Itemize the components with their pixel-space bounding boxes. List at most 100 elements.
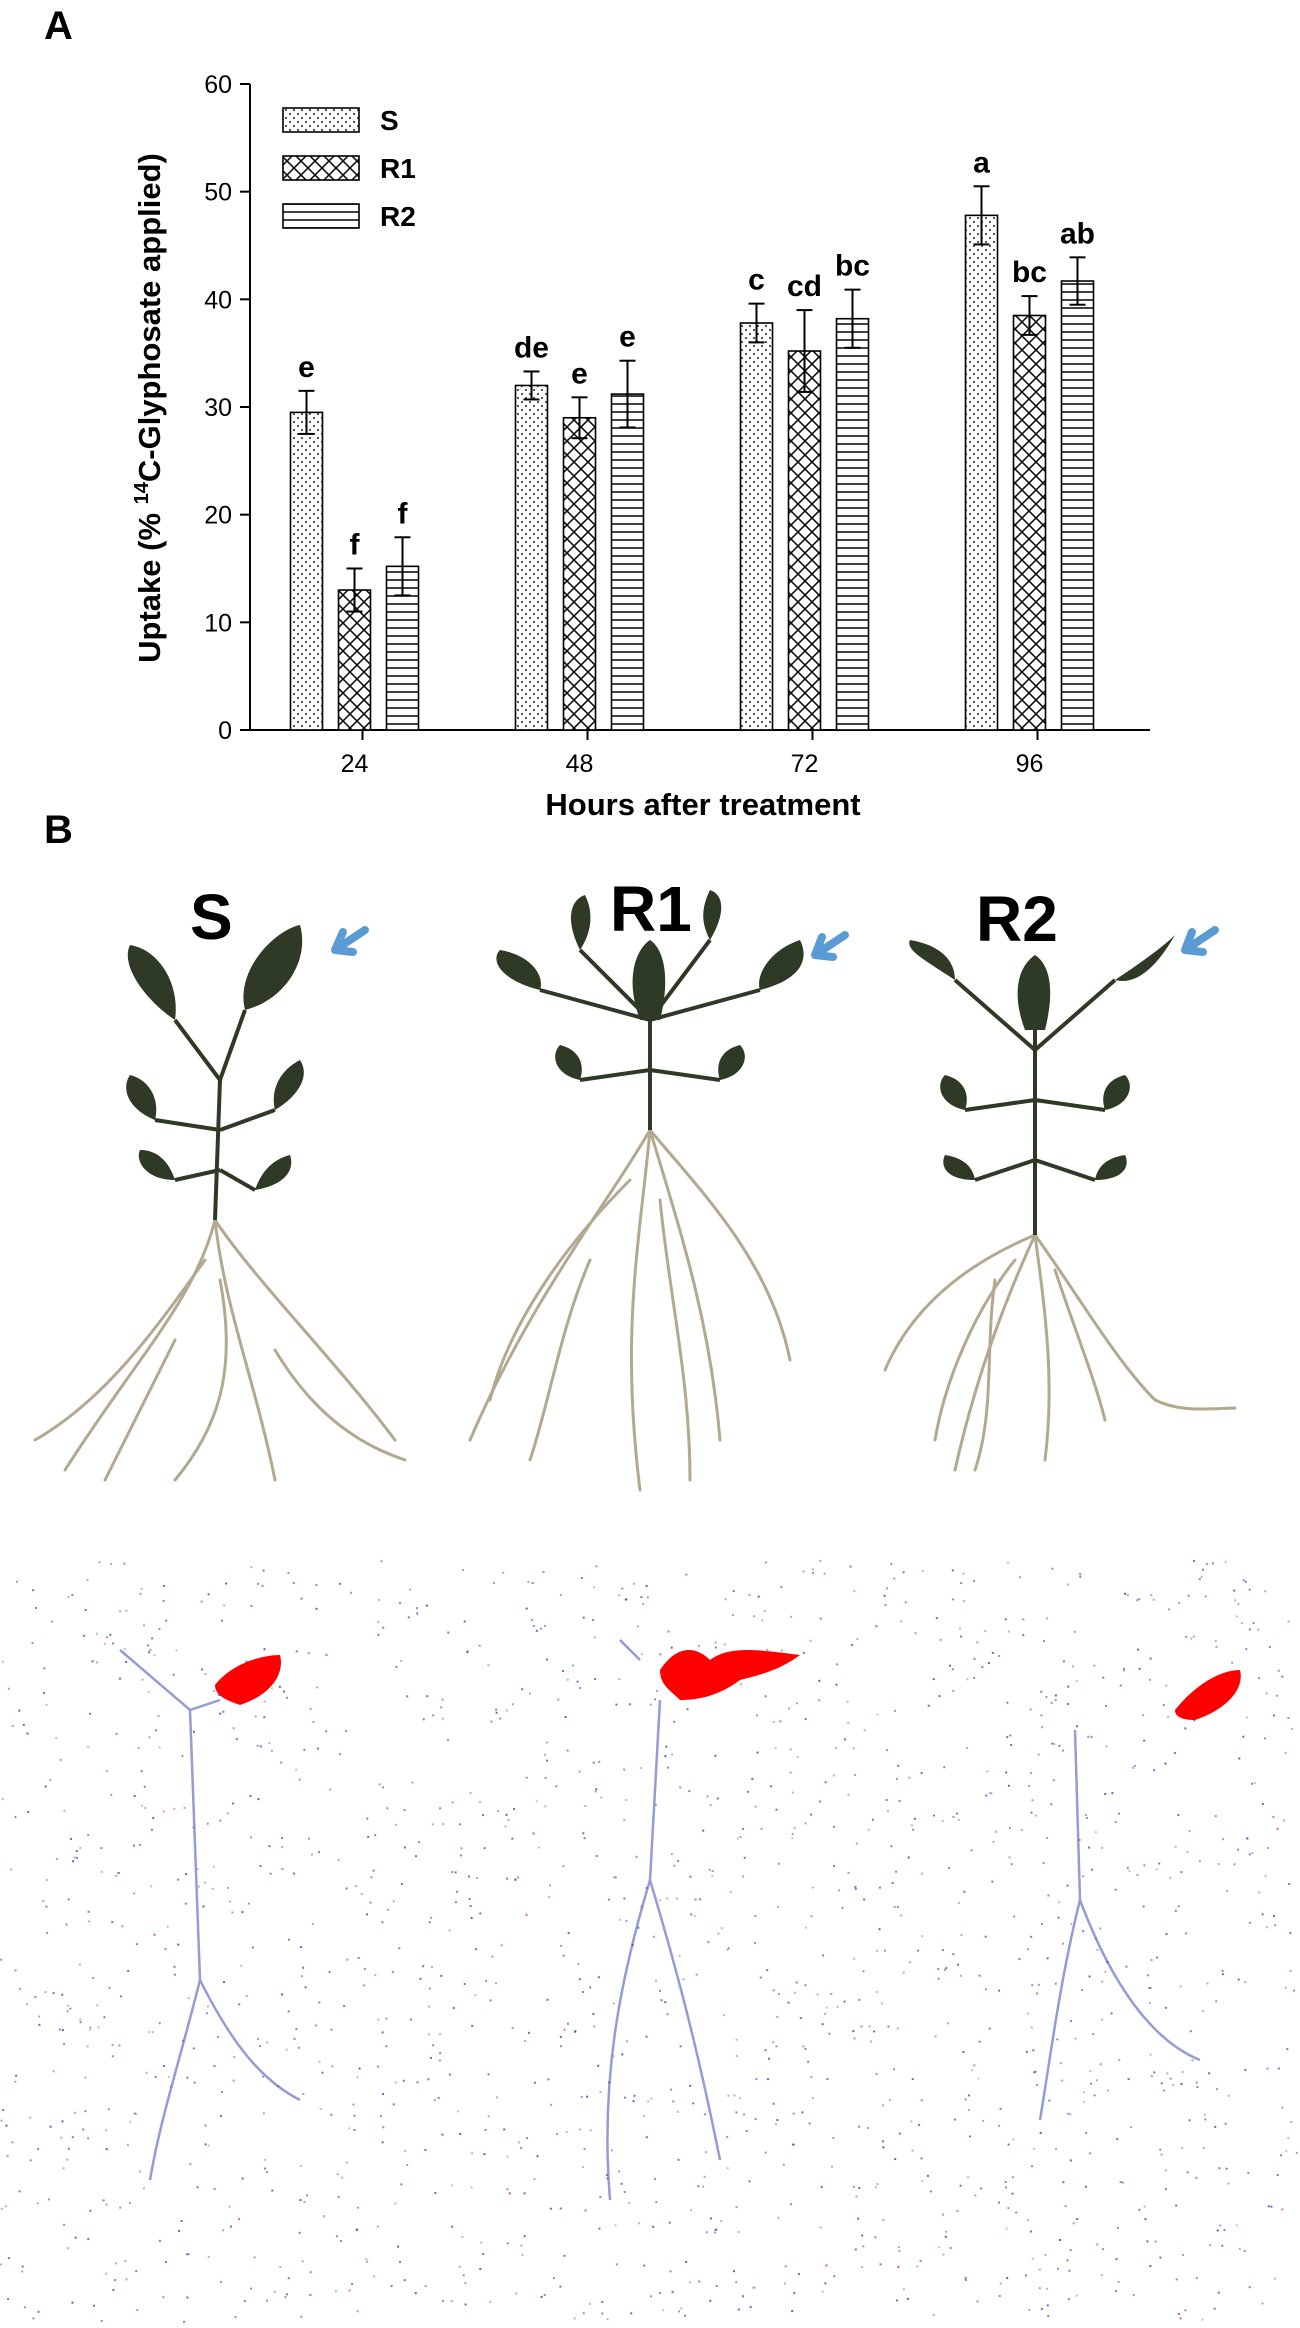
scan-noise-dot [112, 2288, 115, 2291]
scan-noise-dot [177, 1943, 180, 1946]
scan-noise-dot [985, 1794, 988, 1797]
scan-noise-dot [402, 2079, 405, 2082]
scan-noise-dot [1216, 2088, 1218, 2091]
scan-noise-dot [351, 2283, 354, 2285]
scan-noise-dot [336, 2173, 339, 2176]
scan-noise-dot [598, 1760, 601, 1763]
scan-noise-dot [350, 1591, 352, 1594]
scan-noise-dot [523, 2192, 526, 2195]
scan-noise-dot [1050, 1803, 1053, 1806]
scan-noise-dot [1064, 2205, 1067, 2207]
scan-noise-dot [1177, 1814, 1180, 1816]
scan-noise-dot [621, 2053, 624, 2056]
scan-noise-dot [642, 1602, 645, 1605]
scan-noise-dot [593, 2025, 596, 2028]
scan-noise-dot [299, 2165, 302, 2167]
scan-noise-dot [187, 2253, 190, 2256]
scan-noise-dot [157, 1715, 160, 1717]
scan-noise-dot [525, 1607, 528, 1610]
scan-noise-dot [343, 2005, 346, 2007]
scan-noise-dot [14, 2080, 17, 2083]
scan-noise-dot [22, 1723, 25, 1726]
scan-noise-dot [759, 1976, 762, 1979]
scan-noise-dot [630, 2312, 633, 2315]
scan-noise-dot [1198, 1578, 1201, 1581]
scan-noise-dot [952, 1598, 955, 1601]
scan-noise-dot [1191, 2059, 1194, 2062]
scan-noise-dot [366, 2260, 369, 2263]
scan-noise-dot [1027, 1948, 1030, 1951]
scan-noise-dot [1114, 1821, 1117, 1824]
scan-noise-dot [1265, 1692, 1268, 1695]
scan-noise-dot [432, 2044, 435, 2047]
scan-noise-dot [363, 1984, 366, 1987]
scan-noise-dot [670, 1646, 673, 1649]
scan-noise-dot [882, 2219, 885, 2222]
scan-noise-dot [1258, 1677, 1261, 1680]
scan-noise-dot [337, 2195, 340, 2198]
significance-letter: bc [835, 250, 870, 283]
scan-noise-dot [496, 2096, 498, 2099]
scan-noise-dot [297, 2046, 300, 2049]
scan-noise-dot [793, 2292, 796, 2295]
scan-noise-dot [1221, 1969, 1224, 1972]
scan-noise-dot [578, 1686, 581, 1689]
scan-noise-dot [963, 1890, 966, 1893]
scan-noise-dot [885, 1799, 888, 1801]
scan-noise-dot [1168, 1608, 1170, 1611]
scan-noise-dot [1146, 1974, 1149, 1977]
scan-noise-dot [582, 1616, 585, 1619]
scan-noise-dot [1215, 2000, 1218, 2003]
scan-noise-dot [851, 1644, 854, 1647]
scan-noise-dot [1264, 1875, 1267, 1878]
scan-noise-dot [115, 2262, 118, 2265]
scan-noise-dot [906, 2297, 909, 2300]
scan-noise-dot [269, 1872, 272, 1875]
scan-noise-dot [500, 1944, 503, 1947]
scan-noise-dot [59, 1758, 62, 1761]
scan-noise-dot [1287, 1620, 1290, 1623]
scan-noise-dot [442, 2300, 444, 2302]
scan-noise-dot [1128, 1869, 1131, 1872]
scan-noise-dot [884, 1604, 887, 1607]
scan-noise-dot [938, 1695, 941, 1698]
scan-noise-dot [11, 2141, 14, 2144]
scan-noise-dot [835, 1747, 838, 1750]
scan-noise-dot [623, 1768, 626, 1771]
scan-noise-dot [180, 2220, 183, 2222]
scan-noise-dot [232, 1727, 235, 1730]
scan-noise-dot [135, 2270, 138, 2273]
scan-noise-dot [331, 2065, 334, 2068]
scan-noise-dot [448, 2073, 451, 2076]
scan-noise-dot [763, 1609, 766, 1612]
scan-noise-dot [67, 2004, 70, 2007]
scan-noise-dot [676, 2110, 679, 2113]
scan-noise-dot [202, 1905, 205, 1908]
scan-noise-dot [521, 1688, 524, 1691]
scan-noise-dot [105, 1770, 108, 1773]
scan-noise-dot [819, 1560, 822, 1562]
scan-noise-dot [1251, 1782, 1253, 1785]
scan-noise-dot [694, 1898, 697, 1901]
scan-noise-dot [137, 1746, 140, 1749]
scan-noise-dot [1219, 2224, 1222, 2227]
scan-noise-dot [623, 1818, 626, 1821]
scan-noise-dot [52, 2070, 55, 2073]
scan-noise-dot [577, 1963, 580, 1966]
scan-noise-dot [1117, 2281, 1120, 2284]
scan-noise-dot [487, 1664, 490, 1667]
y-tick-label: 10 [204, 609, 232, 637]
scan-noise-dot [536, 2155, 539, 2158]
scan-noise-dot [1040, 1690, 1043, 1693]
scan-noise-dot [1264, 1737, 1267, 1740]
scan-noise-dot [535, 1629, 538, 1632]
bar-s [739, 322, 774, 731]
scan-noise-dot [1217, 1863, 1220, 1866]
scan-noise-dot [295, 2028, 298, 2031]
x-axis-title: Hours after treatment [545, 787, 860, 822]
scan-noise-dot [613, 1876, 616, 1879]
scan-noise-dot [204, 1881, 207, 1884]
scan-noise-dot [212, 1690, 215, 1692]
scan-noise-dot [403, 1846, 406, 1849]
